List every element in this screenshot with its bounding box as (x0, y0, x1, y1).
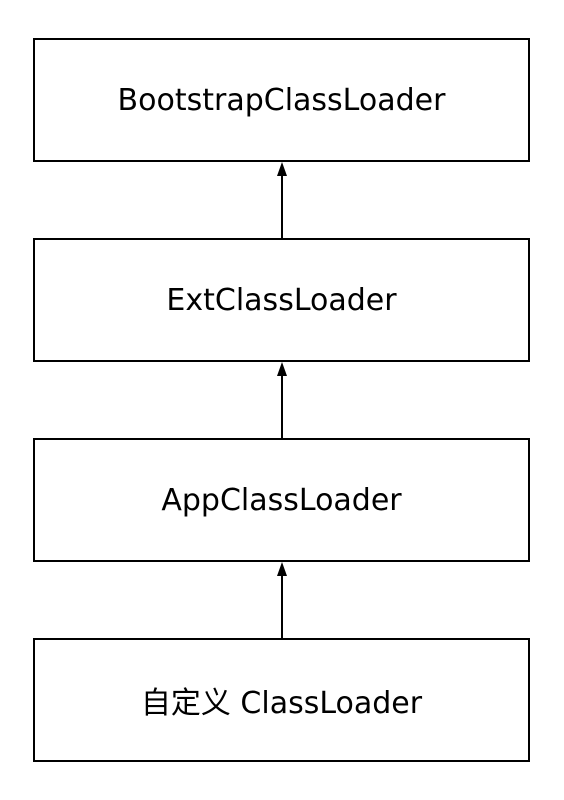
node-ext-class-loader: ExtClassLoader (33, 238, 530, 362)
node-custom-class-loader: 自定义 ClassLoader (33, 638, 530, 762)
node-label: BootstrapClassLoader (117, 82, 446, 118)
arrow-app-to-ext (277, 362, 287, 438)
node-label: 自定义 ClassLoader (140, 686, 423, 721)
node-bootstrap-class-loader: BootstrapClassLoader (33, 38, 530, 162)
arrow-ext-to-bootstrap (277, 162, 287, 238)
node-label: ExtClassLoader (166, 282, 397, 318)
node-app-class-loader: AppClassLoader (33, 438, 530, 562)
node-label: AppClassLoader (161, 482, 402, 518)
arrow-custom-to-app (277, 562, 287, 638)
